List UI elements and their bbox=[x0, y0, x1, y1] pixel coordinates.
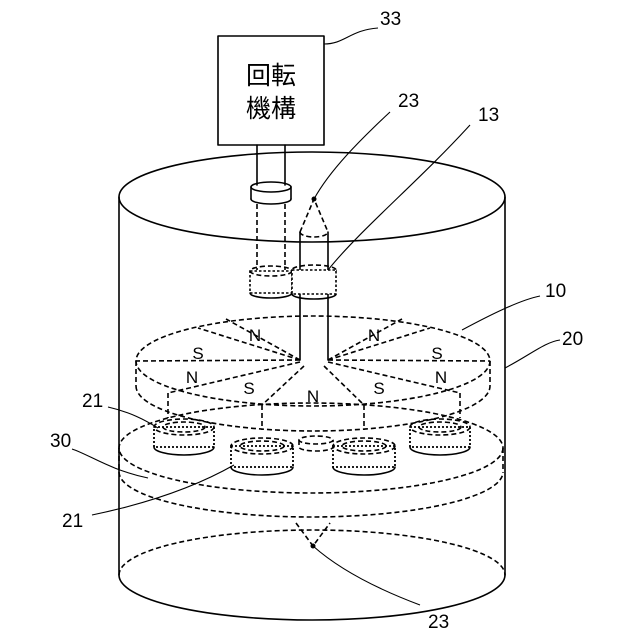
ref-21-left: 21 bbox=[82, 391, 103, 412]
driven-gear bbox=[292, 265, 336, 299]
inner-plate bbox=[119, 403, 503, 517]
pole-label: N bbox=[368, 326, 380, 345]
coil bbox=[410, 419, 470, 455]
drive-shaft bbox=[251, 145, 291, 270]
ref-23-top: 23 bbox=[398, 91, 419, 112]
pole-label: N bbox=[249, 326, 261, 345]
ref-13: 13 bbox=[478, 105, 499, 126]
ref-30: 30 bbox=[50, 431, 71, 452]
coil-array bbox=[154, 419, 470, 475]
pole-label: S bbox=[243, 379, 254, 398]
pole-label: N bbox=[186, 368, 198, 387]
bottom-support bbox=[296, 523, 330, 549]
pole-label: S bbox=[431, 344, 442, 363]
box-label-line2: 機構 bbox=[246, 94, 296, 123]
ref-23-bottom: 23 bbox=[428, 612, 449, 633]
ref-33: 33 bbox=[380, 9, 401, 30]
ref-10: 10 bbox=[545, 281, 566, 302]
box-label-line1: 回転 bbox=[246, 61, 296, 90]
drive-gear bbox=[250, 266, 292, 298]
coil bbox=[333, 438, 395, 475]
pole-label: N bbox=[435, 368, 447, 387]
reference-numerals: 33 23 13 10 20 21 30 21 23 bbox=[50, 9, 583, 633]
ref-21-bottom: 21 bbox=[62, 511, 83, 532]
pole-label: S bbox=[192, 344, 203, 363]
coil bbox=[154, 419, 214, 455]
ref-20: 20 bbox=[562, 329, 583, 350]
pole-label: S bbox=[373, 379, 384, 398]
rotation-mechanism-box: 回転 機構 bbox=[218, 36, 324, 145]
coil bbox=[231, 438, 293, 475]
